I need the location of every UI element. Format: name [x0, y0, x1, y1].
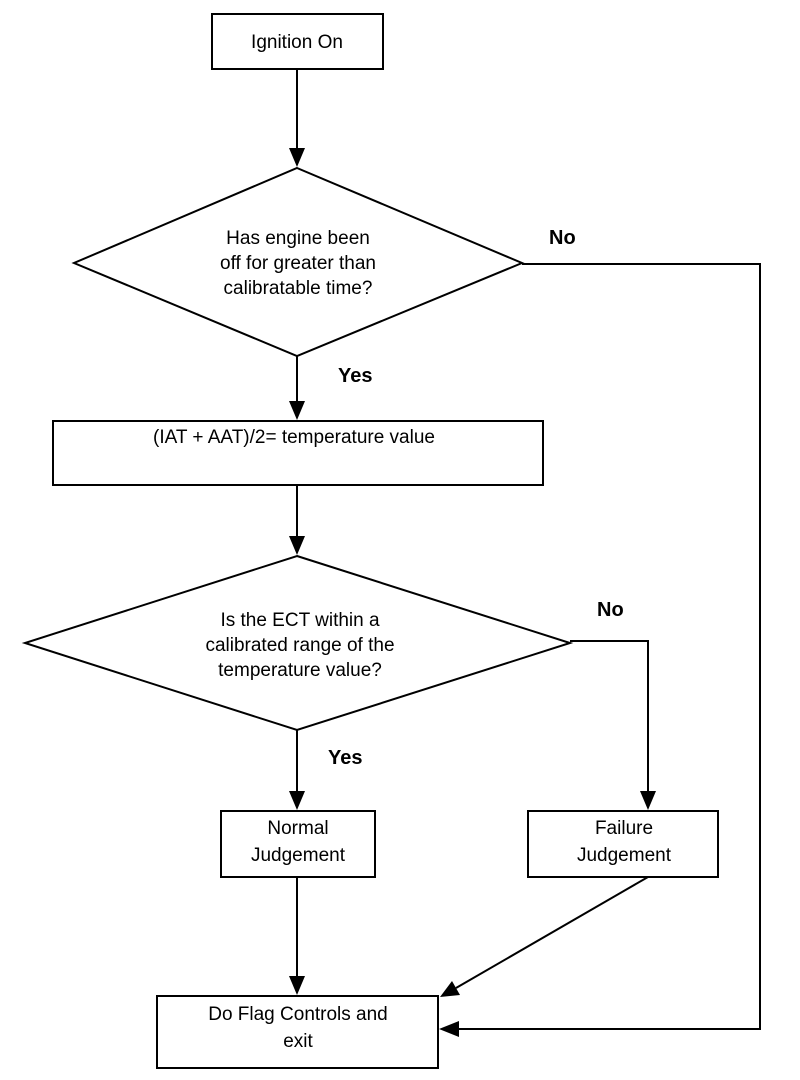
edge-normal-to-flag	[289, 877, 305, 995]
node-flag-controls: Do Flag Controls and exit	[156, 995, 439, 1069]
node-failure-judgement: Failure Judgement	[527, 810, 719, 878]
edge-ect-yes-arrowhead	[289, 791, 305, 810]
node-engine-off-line-1: Has engine been	[226, 228, 370, 249]
node-flag-controls-box	[156, 995, 439, 1069]
node-failure-line-1: Failure	[595, 818, 653, 839]
edge-temp-calc-to-ect	[289, 485, 305, 555]
node-ect-line-3: temperature value?	[218, 660, 382, 681]
node-ect-line-1: Is the ECT within a	[220, 610, 380, 631]
node-flag-controls-line-1: Do Flag Controls and	[208, 1004, 388, 1025]
node-engine-off-line-2: off for greater than	[220, 253, 376, 274]
edge-normal-to-flag-arrowhead	[289, 976, 305, 995]
edge-engine-off-yes-arrowhead	[289, 401, 305, 420]
edge-label-engine-off-no: No	[549, 227, 576, 249]
node-ignition-on: Ignition On	[211, 13, 384, 70]
node-ignition-on-text: Ignition On	[251, 32, 343, 53]
edge-ect-yes	[289, 730, 305, 810]
edge-engine-off-no-line	[457, 263, 761, 1030]
edge-engine-off-no-arrowhead	[439, 1021, 459, 1037]
edge-ignition-to-engine-off	[289, 69, 305, 167]
node-normal-judgement: Normal Judgement	[220, 810, 376, 878]
node-failure-box	[527, 810, 719, 878]
edge-label-engine-off-yes: Yes	[338, 365, 372, 387]
edge-failure-to-flag	[440, 876, 649, 997]
node-ignition-on-box	[211, 13, 384, 70]
edge-label-ect-no: No	[597, 599, 624, 621]
edge-ect-no-line	[570, 640, 649, 793]
node-normal-line-2: Judgement	[251, 845, 346, 866]
node-failure-line-2: Judgement	[577, 845, 672, 866]
node-temp-calc: (IAT + AAT)/2= temperature value	[52, 420, 544, 486]
node-normal-line-1: Normal	[267, 818, 328, 839]
edge-ect-no	[570, 640, 656, 810]
node-temp-calc-box	[52, 420, 544, 486]
edge-engine-off-no	[439, 263, 761, 1037]
node-flag-controls-line-2: exit	[283, 1031, 313, 1052]
node-engine-off-line-3: calibratable time?	[224, 278, 373, 299]
edge-ignition-to-engine-off-arrowhead	[289, 148, 305, 167]
edge-label-ect-yes: Yes	[328, 747, 362, 769]
edge-engine-off-yes	[289, 356, 305, 420]
edge-failure-to-flag-arrowhead	[440, 981, 460, 997]
node-engine-off-decision: Has engine been off for greater than cal…	[71, 166, 525, 358]
edge-failure-to-flag-line	[455, 876, 649, 989]
node-ect-line-2: calibrated range of the	[205, 635, 394, 656]
node-normal-box	[220, 810, 376, 878]
edge-temp-calc-to-ect-arrowhead	[289, 536, 305, 555]
node-ect-decision: Is the ECT within a calibrated range of …	[21, 554, 574, 732]
node-temp-calc-text: (IAT + AAT)/2= temperature value	[153, 427, 435, 448]
edge-ect-no-arrowhead	[640, 791, 656, 810]
